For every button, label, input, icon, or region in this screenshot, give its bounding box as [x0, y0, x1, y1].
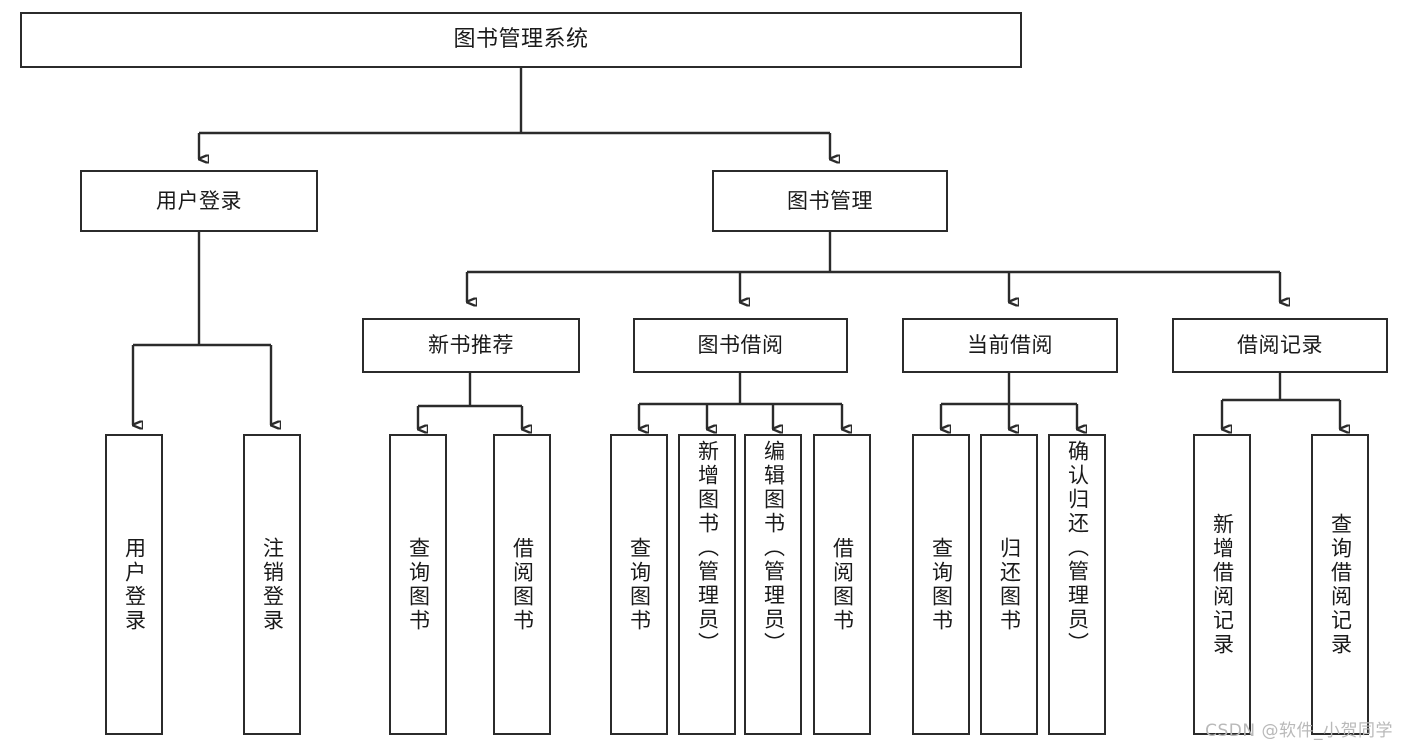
node-book-borrow[interactable]: 图书借阅	[633, 318, 848, 373]
node-leaf-add-book-label: 新增图书（管理员）	[695, 440, 720, 656]
node-leaf-query-book-2[interactable]: 查询图书	[610, 434, 668, 735]
node-leaf-user-logout-label: 注销登录	[260, 536, 285, 633]
node-user-login[interactable]: 用户登录	[80, 170, 318, 232]
node-leaf-add-record-label: 新增借阅记录	[1210, 512, 1235, 657]
node-leaf-confirm-return-label: 确认归还（管理员）	[1065, 440, 1090, 656]
node-leaf-query-book-1[interactable]: 查询图书	[389, 434, 447, 735]
node-leaf-query-book-3-label: 查询图书	[929, 536, 954, 633]
node-leaf-add-book[interactable]: 新增图书（管理员）	[678, 434, 736, 735]
node-leaf-confirm-return[interactable]: 确认归还（管理员）	[1048, 434, 1106, 735]
node-current-borrow-label: 当前借阅	[967, 333, 1053, 358]
node-current-borrow[interactable]: 当前借阅	[902, 318, 1118, 373]
watermark: CSDN @软件_小贺同学	[1205, 721, 1393, 741]
node-leaf-query-book-3[interactable]: 查询图书	[912, 434, 970, 735]
node-leaf-return-book[interactable]: 归还图书	[980, 434, 1038, 735]
node-leaf-add-record[interactable]: 新增借阅记录	[1193, 434, 1251, 735]
node-leaf-borrow-book-1[interactable]: 借阅图书	[493, 434, 551, 735]
node-leaf-query-book-1-label: 查询图书	[406, 536, 431, 633]
node-leaf-user-login-label: 用户登录	[122, 536, 147, 633]
node-leaf-edit-book[interactable]: 编辑图书（管理员）	[744, 434, 802, 735]
node-book-manage-label: 图书管理	[787, 188, 873, 213]
node-borrow-record-label: 借阅记录	[1237, 333, 1323, 358]
node-borrow-record[interactable]: 借阅记录	[1172, 318, 1388, 373]
node-leaf-borrow-book-2-label: 借阅图书	[830, 536, 855, 633]
node-leaf-borrow-book-2[interactable]: 借阅图书	[813, 434, 871, 735]
node-leaf-user-login[interactable]: 用户登录	[105, 434, 163, 735]
node-user-login-label: 用户登录	[156, 188, 242, 213]
node-leaf-return-book-label: 归还图书	[997, 536, 1022, 633]
node-book-borrow-label: 图书借阅	[697, 333, 784, 358]
node-leaf-edit-book-label: 编辑图书（管理员）	[761, 440, 786, 656]
node-leaf-user-logout[interactable]: 注销登录	[243, 434, 301, 735]
node-new-book-rec-label: 新书推荐	[428, 333, 514, 358]
node-leaf-query-record-label: 查询借阅记录	[1328, 512, 1353, 657]
node-new-book-rec[interactable]: 新书推荐	[362, 318, 580, 373]
node-book-manage[interactable]: 图书管理	[712, 170, 948, 232]
node-root[interactable]: 图书管理系统	[20, 12, 1022, 68]
node-leaf-query-record[interactable]: 查询借阅记录	[1311, 434, 1369, 735]
node-root-label: 图书管理系统	[453, 27, 589, 53]
node-leaf-borrow-book-1-label: 借阅图书	[510, 536, 535, 633]
node-leaf-query-book-2-label: 查询图书	[627, 536, 652, 633]
